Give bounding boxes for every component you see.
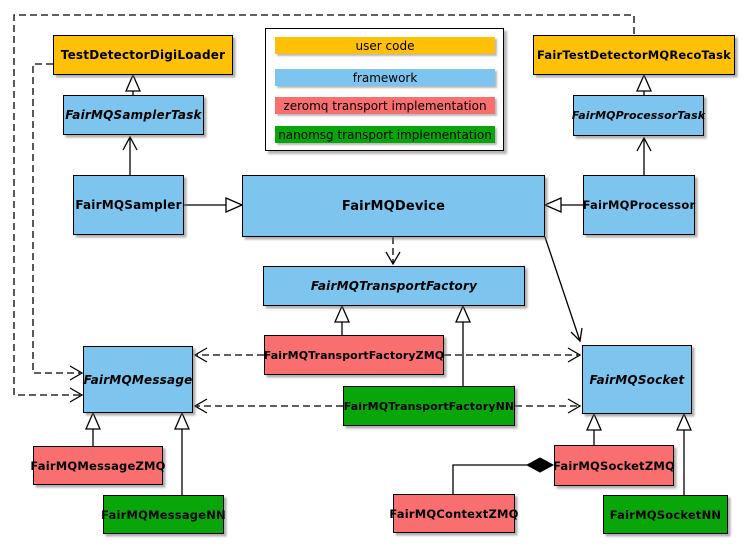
legend: user code framework zeromq transport imp… xyxy=(265,28,504,151)
class-node-fairmq-message-nn: FairMQMessageNN xyxy=(101,495,226,534)
edge-tfzmq-to-socket xyxy=(444,347,582,363)
edge-sampler-to-samplertask xyxy=(122,135,138,175)
class-node-test-detector-digi-loader: TestDetectorDigiLoader xyxy=(53,35,233,75)
edge-sampler-to-device xyxy=(184,197,244,213)
edge-device-to-transportfactory xyxy=(385,237,401,266)
class-node-fairmq-processor-task: FairMQProcessorTask xyxy=(572,95,705,136)
legend-item-framework: framework xyxy=(275,69,495,86)
class-node-fairmq-transport-factory-zmq: FairMQTransportFactoryZMQ xyxy=(264,335,444,375)
class-node-fairmq-transport-factory: FairMQTransportFactory xyxy=(263,266,525,306)
legend-item-zeromq: zeromq transport implementation xyxy=(275,97,495,114)
edge-socketnn-to-socket xyxy=(676,412,692,495)
edge-messagezmq-to-message xyxy=(85,411,101,446)
class-node-fairmq-socket-nn: FairMQSocketNN xyxy=(603,495,728,534)
edge-processortask-to-recotask xyxy=(636,73,652,95)
edge-socketzmq-to-socket xyxy=(586,412,602,445)
edge-tfnn-to-message xyxy=(193,398,343,414)
legend-item-user-code: user code xyxy=(275,37,495,54)
class-node-fairmq-message-zmq: FairMQMessageZMQ xyxy=(30,446,165,485)
class-node-fairmq-socket-zmq: FairMQSocketZMQ xyxy=(553,445,675,486)
edge-processor-to-processortask xyxy=(636,136,652,175)
edge-tfzmq-to-transportfactory xyxy=(334,304,350,335)
edge-messagenn-to-message xyxy=(174,411,190,495)
edge-tfnn-to-transportfactory xyxy=(455,304,471,386)
class-node-fairmq-device: FairMQDevice xyxy=(242,175,545,237)
class-node-fairmq-sampler-task: FairMQSamplerTask xyxy=(63,95,204,135)
edge-processor-to-device xyxy=(543,197,583,213)
edge-device-to-socket xyxy=(544,236,583,343)
class-node-fair-test-detector-mq-reco-task: FairTestDetectorMQRecoTask xyxy=(533,35,735,75)
class-node-fairmq-sampler: FairMQSampler xyxy=(73,175,184,235)
class-node-fairmq-context-zmq: FairMQContextZMQ xyxy=(389,494,518,533)
class-node-fairmq-socket: FairMQSocket xyxy=(582,345,692,414)
legend-item-nanomsg: nanomsg transport implementation xyxy=(275,126,495,143)
edge-tfzmq-to-message xyxy=(193,347,264,363)
edge-contextzmq-to-socketzmq xyxy=(452,457,555,494)
class-node-fairmq-transport-factory-nn: FairMQTransportFactoryNN xyxy=(343,386,515,426)
class-node-fairmq-processor: FairMQProcessor xyxy=(583,175,695,235)
edge-samplertask-to-digiloader xyxy=(125,73,141,95)
class-node-fairmq-message: FairMQMessage xyxy=(83,346,193,413)
edge-tfnn-to-socket xyxy=(515,398,582,414)
